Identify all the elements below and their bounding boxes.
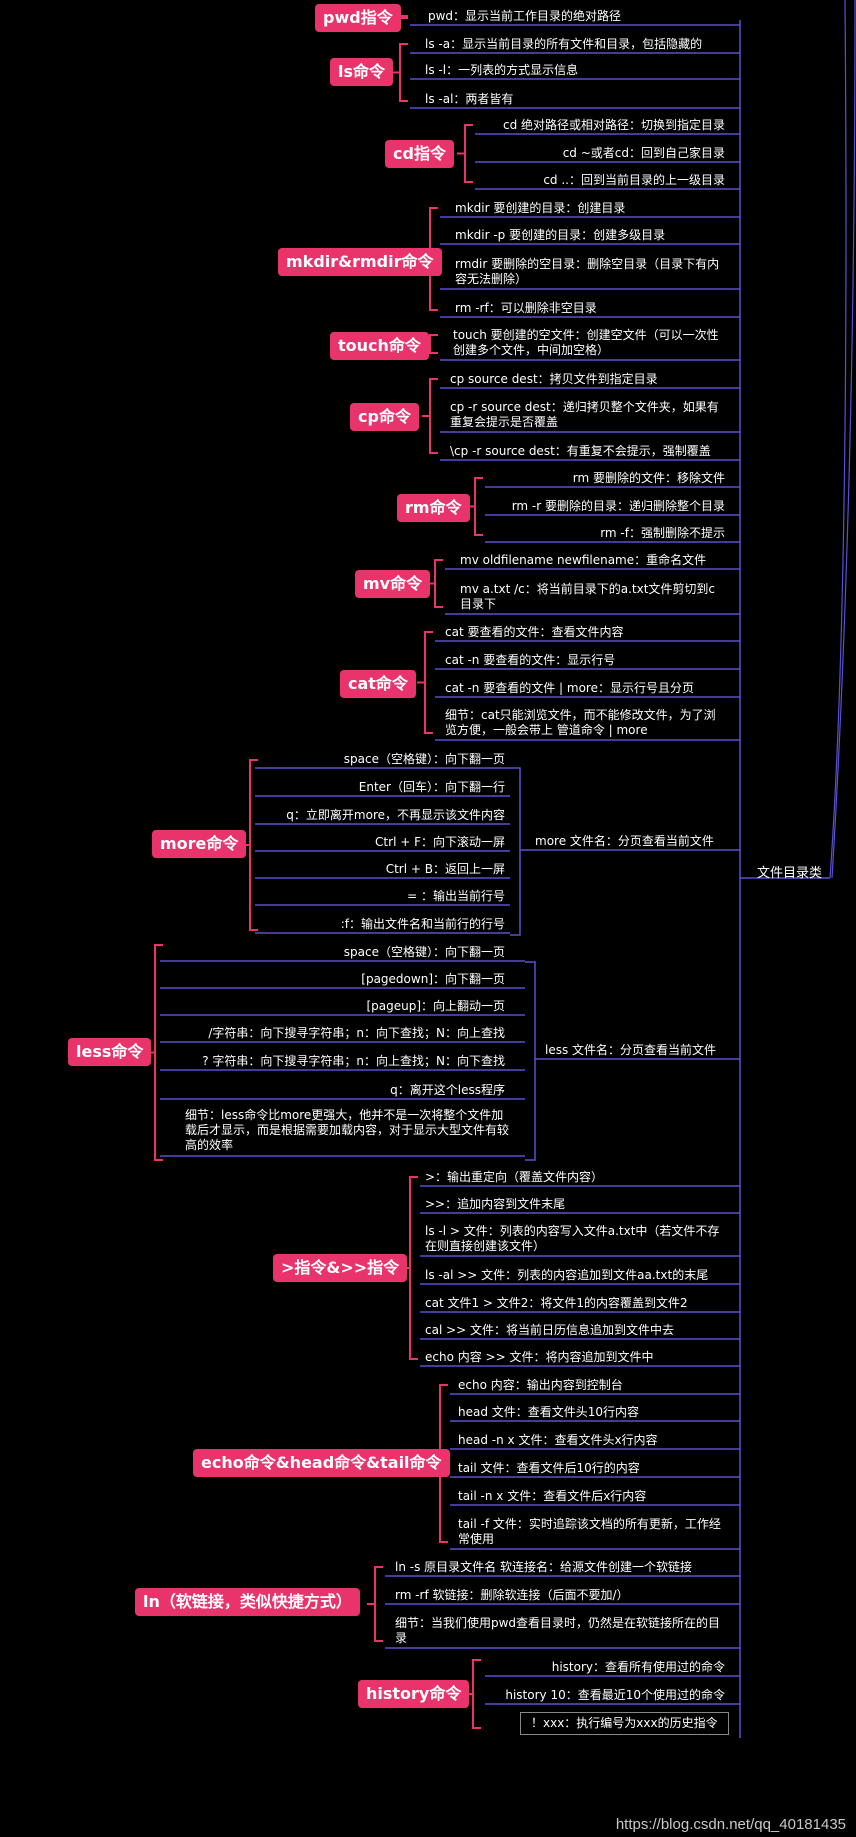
less-parent-node: less 文件名：分页查看当前文件 bbox=[545, 1043, 717, 1057]
cat-item: 细节：cat只能浏览文件，而不能修改文件，为了浏览方便，一般会带上 管道命令 |… bbox=[445, 708, 716, 737]
touch-bracket bbox=[429, 334, 438, 354]
root-curve-2 bbox=[831, 0, 856, 879]
redirect-item: ls -al >> 文件：列表的内容追加到文件aa.txt的末尾 bbox=[425, 1268, 709, 1282]
echo-item: echo 内容：输出内容到控制台 bbox=[458, 1378, 623, 1392]
cp-bracket bbox=[429, 378, 438, 454]
echo-item: tail 文件：查看文件后10行的内容 bbox=[458, 1461, 640, 1475]
ls-item: ls -l：一列表的方式显示信息 bbox=[425, 63, 579, 77]
touch-command-node: touch命令 bbox=[330, 332, 429, 360]
redirect-item: echo 内容 >> 文件：将内容追加到文件中 bbox=[425, 1350, 654, 1364]
ls-bracket bbox=[399, 43, 408, 102]
redirect-item: >：输出重定向（覆盖文件内容） bbox=[425, 1170, 604, 1184]
ln-item: rm -rf 软链接：删除软连接（后面不要加/） bbox=[395, 1588, 629, 1602]
mkdir-item: rm -rf：可以删除非空目录 bbox=[455, 301, 597, 315]
cd-bracket bbox=[464, 124, 473, 183]
mv-item: mv a.txt /c：将当前目录下的a.txt文件剪切到c目录下 bbox=[460, 582, 716, 611]
more-item: :f：输出文件名和当前行的行号 bbox=[340, 917, 505, 931]
cp-item: \cp -r source dest：有重复不会提示，强制覆盖 bbox=[450, 444, 711, 458]
pwd-command-node: pwd指令 bbox=[315, 4, 401, 32]
redirect-item: >>：追加内容到文件末尾 bbox=[425, 1197, 566, 1211]
touch-item: touch 要创建的空文件：创建空文件（可以一次性创建多个文件，中间加空格） bbox=[453, 328, 719, 357]
more-item: Ctrl + F：向下滚动一屏 bbox=[375, 835, 505, 849]
more-item: space（空格键）：向下翻一页 bbox=[343, 752, 505, 766]
root-node-file-directory: 文件目录类 bbox=[757, 866, 823, 881]
history-bracket bbox=[472, 1659, 481, 1729]
cd-item: cd 绝对路径或相对路径：切换到指定目录 bbox=[502, 118, 725, 132]
rm-item: rm 要删除的文件：移除文件 bbox=[572, 471, 725, 485]
cp-command-node: cp命令 bbox=[350, 403, 419, 431]
ln-command-node: ln（软链接，类似快捷方式） bbox=[135, 1588, 360, 1616]
history-command-node: history命令 bbox=[358, 1680, 470, 1708]
more-command-node: more命令 bbox=[152, 830, 247, 858]
rm-item: rm -f：强制删除不提示 bbox=[600, 526, 725, 540]
ls-command-node: ls命令 bbox=[330, 58, 394, 86]
redirect-bracket bbox=[409, 1176, 418, 1360]
cp-item: cp -r source dest：递归拷贝整个文件夹，如果有重复会提示是否覆盖 bbox=[450, 400, 719, 429]
less-command-node: less命令 bbox=[68, 1038, 152, 1066]
cat-bracket bbox=[424, 631, 433, 734]
cd-item: cd ..：回到当前目录的上一级目录 bbox=[543, 173, 725, 187]
more-item: Ctrl + B：返回上一屏 bbox=[385, 862, 505, 876]
rm-bracket bbox=[474, 477, 483, 536]
redirect-command-node: >指令&>>指令 bbox=[273, 1254, 408, 1282]
mv-item: mv oldfilename newfilename：重命名文件 bbox=[460, 553, 707, 567]
cat-command-node: cat命令 bbox=[340, 670, 416, 698]
ln-item: 细节：当我们使用pwd查看目录时，仍然是在软链接所在的目录 bbox=[395, 1616, 721, 1645]
watermark: https://blog.csdn.net/qq_40181435 bbox=[615, 1816, 846, 1833]
mkdir-command-node: mkdir&rmdir命令 bbox=[278, 248, 442, 276]
less-item: ? 字符串：向下搜寻字符串；n：向上查找；N：向下查找 bbox=[202, 1054, 505, 1068]
echo-item: head -n x 文件：查看文件头x行内容 bbox=[458, 1433, 658, 1447]
redirect-item: ls -l > 文件：列表的内容写入文件a.txt中（若文件不存在则直接创建该文… bbox=[425, 1224, 720, 1253]
less-bracket bbox=[154, 944, 163, 1161]
cp-item: cp source dest：拷贝文件到指定目录 bbox=[450, 372, 658, 386]
less-item: 细节：less命令比more更强大，他并不是一次将整个文件加载后才显示，而是根据… bbox=[185, 1108, 510, 1152]
ln-item: ln -s 原目录文件名 软连接名：给源文件创建一个软链接 bbox=[395, 1560, 692, 1574]
less-item: [pagedown]：向下翻一页 bbox=[361, 972, 505, 986]
mkdir-item: mkdir -p 要创建的目录：创建多级目录 bbox=[455, 228, 666, 242]
cat-item: cat 要查看的文件：查看文件内容 bbox=[445, 625, 624, 639]
less-item: q：离开这个less程序 bbox=[390, 1083, 505, 1097]
pwd-bracket bbox=[399, 15, 408, 19]
more-item: q：立即离开more，不再显示该文件内容 bbox=[286, 808, 505, 822]
more-item: Enter（回车）：向下翻一行 bbox=[358, 780, 505, 794]
rm-item: rm -r 要删除的目录：递归删除整个目录 bbox=[511, 499, 725, 513]
ls-item: ls -al：两者皆有 bbox=[425, 92, 514, 106]
history-item: history：查看所有使用过的命令 bbox=[551, 1660, 725, 1674]
cd-command-node: cd指令 bbox=[385, 140, 454, 168]
less-item: space（空格键）：向下翻一页 bbox=[343, 945, 505, 959]
ln-bracket bbox=[374, 1566, 383, 1642]
redirect-item: cat 文件1 > 文件2：将文件1的内容覆盖到文件2 bbox=[425, 1296, 688, 1310]
more-sub-bracket bbox=[510, 767, 521, 936]
history-item: history 10：查看最近10个使用过的命令 bbox=[505, 1688, 725, 1702]
root-curve-1 bbox=[829, 0, 847, 879]
echo-item: tail -n x 文件：查看文件后x行内容 bbox=[458, 1489, 647, 1503]
history-item: ！xxx：执行编号为xxx的历史指令 bbox=[520, 1712, 729, 1735]
cat-item: cat -n 要查看的文件 | more：显示行号且分页 bbox=[445, 681, 694, 695]
cd-item: cd ~或者cd：回到自己家目录 bbox=[562, 146, 725, 160]
mkdir-item: mkdir 要创建的目录：创建目录 bbox=[455, 201, 626, 215]
less-sub-bracket bbox=[525, 961, 536, 1161]
ls-item: ls -a：显示当前目录的所有文件和目录，包括隐藏的 bbox=[425, 37, 703, 51]
pwd-item: pwd：显示当前工作目录的绝对路径 bbox=[428, 9, 622, 23]
more-item: = ：输出当前行号 bbox=[407, 889, 505, 903]
redirect-item: cal >> 文件：将当前日历信息追加到文件中去 bbox=[425, 1323, 675, 1337]
mkdir-item: rmdir 要删除的空目录：删除空目录（目录下有内容无法删除） bbox=[455, 257, 720, 286]
more-parent-node: more 文件名：分页查看当前文件 bbox=[535, 834, 714, 848]
rm-command-node: rm命令 bbox=[397, 494, 470, 522]
echo-item: head 文件：查看文件头10行内容 bbox=[458, 1405, 640, 1419]
echo-item: tail -f 文件：实时追踪该文档的所有更新，工作经常使用 bbox=[458, 1517, 721, 1546]
cat-item: cat -n 要查看的文件：显示行号 bbox=[445, 653, 616, 667]
less-item: /字符串：向下搜寻字符串；n：向下查找；N：向上查找 bbox=[208, 1026, 505, 1040]
less-item: [pageup]：向上翻动一页 bbox=[366, 999, 505, 1013]
mv-bracket bbox=[434, 559, 443, 608]
echo-command-node: echo命令&head命令&tail命令 bbox=[193, 1449, 450, 1477]
mv-command-node: mv命令 bbox=[355, 570, 431, 598]
